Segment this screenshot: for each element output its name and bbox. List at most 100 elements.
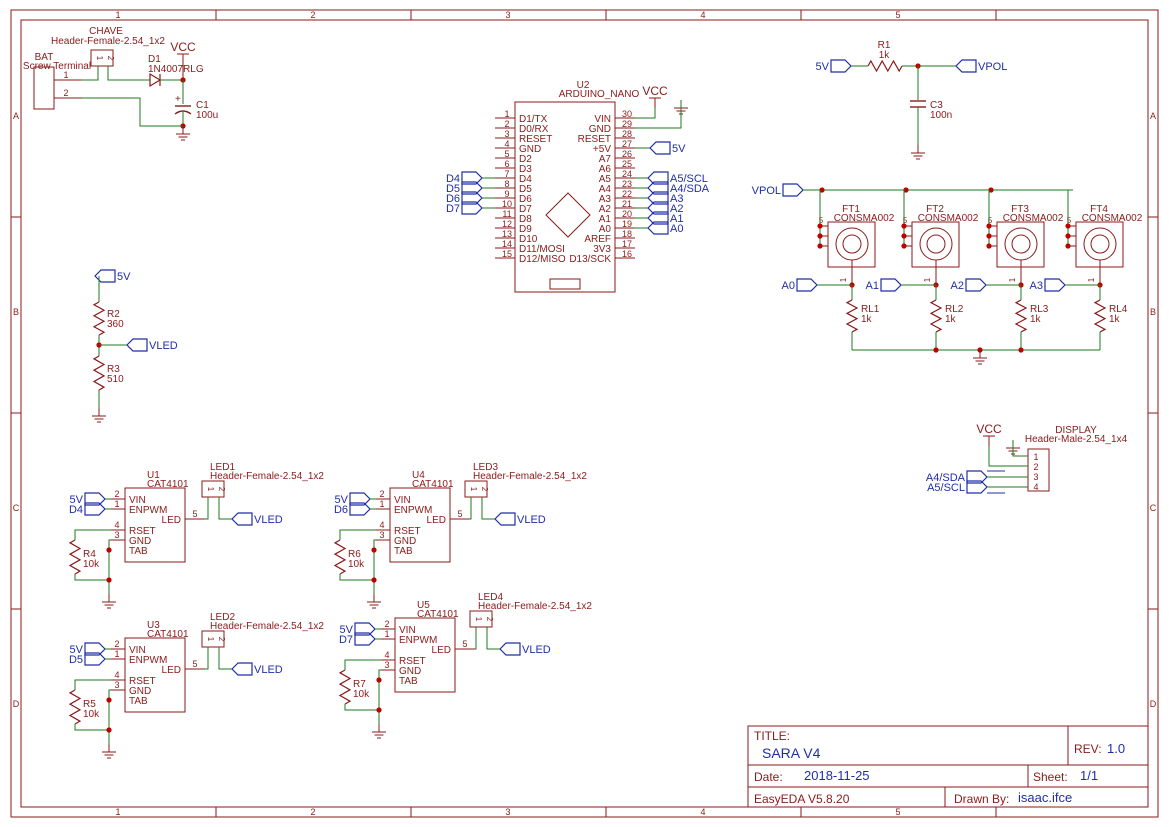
rev-value: 1.0 (1107, 741, 1126, 756)
sensor-value: CONSMA002 (834, 213, 895, 224)
d1-value: 1N4007RLG (148, 64, 204, 75)
net-label: A2 (670, 203, 683, 215)
pin-number: 1 (469, 487, 478, 492)
load-resistor (1014, 299, 1028, 333)
pin-number: 1 (474, 617, 483, 622)
load-value: 1k (1109, 314, 1121, 325)
driver-ref: U3 (147, 620, 160, 631)
pin-number: 2 (384, 619, 389, 629)
pin-number: 1 (1087, 277, 1096, 282)
pin-name: VIN (129, 495, 146, 506)
rset-value: 10k (83, 709, 100, 720)
column-label: 1 (115, 10, 120, 20)
pin-name: AREF (584, 234, 611, 245)
sensor-ref: FT1 (842, 204, 860, 215)
pin-number: 5 (903, 216, 908, 225)
net-label: A3 (1030, 280, 1043, 292)
net-flag (965, 278, 987, 292)
net-label: 5V (672, 143, 686, 155)
pin-number: 2 (480, 487, 489, 492)
pin-name: TAB (129, 546, 148, 557)
net-label: A1 (866, 280, 879, 292)
net-label: 5V (335, 494, 349, 506)
r3-ref: R3 (107, 364, 120, 375)
pin-name: RESET (519, 134, 552, 145)
net-label: VLED (522, 644, 551, 656)
row-label: B (13, 307, 19, 317)
sensor-value: CONSMA002 (918, 213, 979, 224)
wire-display-gnd (1012, 440, 1028, 457)
led-ref: LED3 (473, 462, 498, 473)
arduino-body (514, 101, 616, 293)
pin-number: 1 (384, 629, 389, 639)
pin-name: D6 (519, 194, 532, 205)
wire-rset-gnd (74, 574, 109, 581)
junction-dot (817, 223, 823, 229)
led-ref: LED4 (478, 592, 503, 603)
junction-dot (903, 187, 909, 193)
r1-ref: R1 (878, 40, 891, 51)
pin-name: TAB (129, 696, 148, 707)
usb-connector (549, 278, 581, 290)
pin-number: 8 (504, 179, 509, 189)
led-value: Header-Female-2.54_1x2 (210, 621, 324, 632)
junction-dot (986, 243, 992, 249)
rset-resistor (68, 539, 82, 575)
pin-name: ENPWM (399, 635, 437, 646)
pin-number: 4 (1033, 482, 1038, 492)
load-resistor (1093, 299, 1107, 333)
pin-number: 4 (114, 520, 119, 530)
pin-name: VIN (594, 114, 611, 125)
wire-led-vled (481, 497, 495, 520)
wire-led-out (205, 497, 209, 520)
sensor-value: CONSMA002 (1003, 213, 1064, 224)
load-ref: RL3 (1030, 304, 1049, 315)
rset-ref: R6 (348, 549, 361, 560)
wire-gnd (378, 669, 381, 724)
wire-led-out (205, 647, 209, 670)
pin-number: 22 (622, 189, 632, 199)
pin-name: A5 (599, 174, 612, 185)
junction-dot (901, 243, 907, 249)
arduino-value: ARDUINO_NANO (559, 89, 640, 100)
led-ref: LED2 (210, 612, 235, 623)
junction-dot (371, 577, 377, 583)
r2-resistor (92, 301, 106, 336)
wire-rset (74, 679, 111, 690)
net-label: VLED (149, 340, 178, 352)
r2-value: 360 (107, 319, 124, 330)
display-ref: DISPLAY (1055, 425, 1097, 436)
pin-name: A6 (599, 164, 612, 175)
junction-dot (106, 577, 112, 583)
driver-body (394, 617, 456, 693)
junction-dot (106, 697, 112, 703)
led-value: Header-Female-2.54_1x2 (210, 471, 324, 482)
pin-number: 3 (384, 660, 389, 670)
pin-number: 1 (839, 277, 848, 282)
net-label: A0 (782, 280, 795, 292)
wire-rset (74, 529, 111, 540)
drawn-by-value: isaac.ifce (1018, 790, 1073, 805)
display-value: Header-Male-2.54_1x4 (1025, 434, 1128, 445)
cap-polarity: + (175, 94, 181, 105)
junction-dot (1065, 233, 1071, 239)
pin-name: GND (129, 536, 151, 547)
pin-number: 21 (622, 199, 632, 209)
pin-name: RSET (399, 656, 426, 667)
pin-number: 26 (622, 149, 632, 159)
column-label: 5 (895, 10, 900, 20)
pin-number: 1 (379, 499, 384, 509)
pin-number: 15 (502, 249, 512, 259)
wire-led-out (470, 497, 472, 520)
led-value: Header-Female-2.54_1x2 (473, 471, 587, 482)
driver-body (124, 637, 186, 713)
pin-number: 3 (504, 129, 509, 139)
pin-number: 18 (622, 229, 632, 239)
pin-number: 5 (192, 659, 197, 669)
net-flag (649, 141, 671, 155)
load-ref: RL1 (861, 304, 880, 315)
pin-number: 2 (217, 487, 226, 492)
driver-ref: U1 (147, 470, 160, 481)
row-label: C (1150, 503, 1157, 513)
net-flag (880, 278, 902, 292)
